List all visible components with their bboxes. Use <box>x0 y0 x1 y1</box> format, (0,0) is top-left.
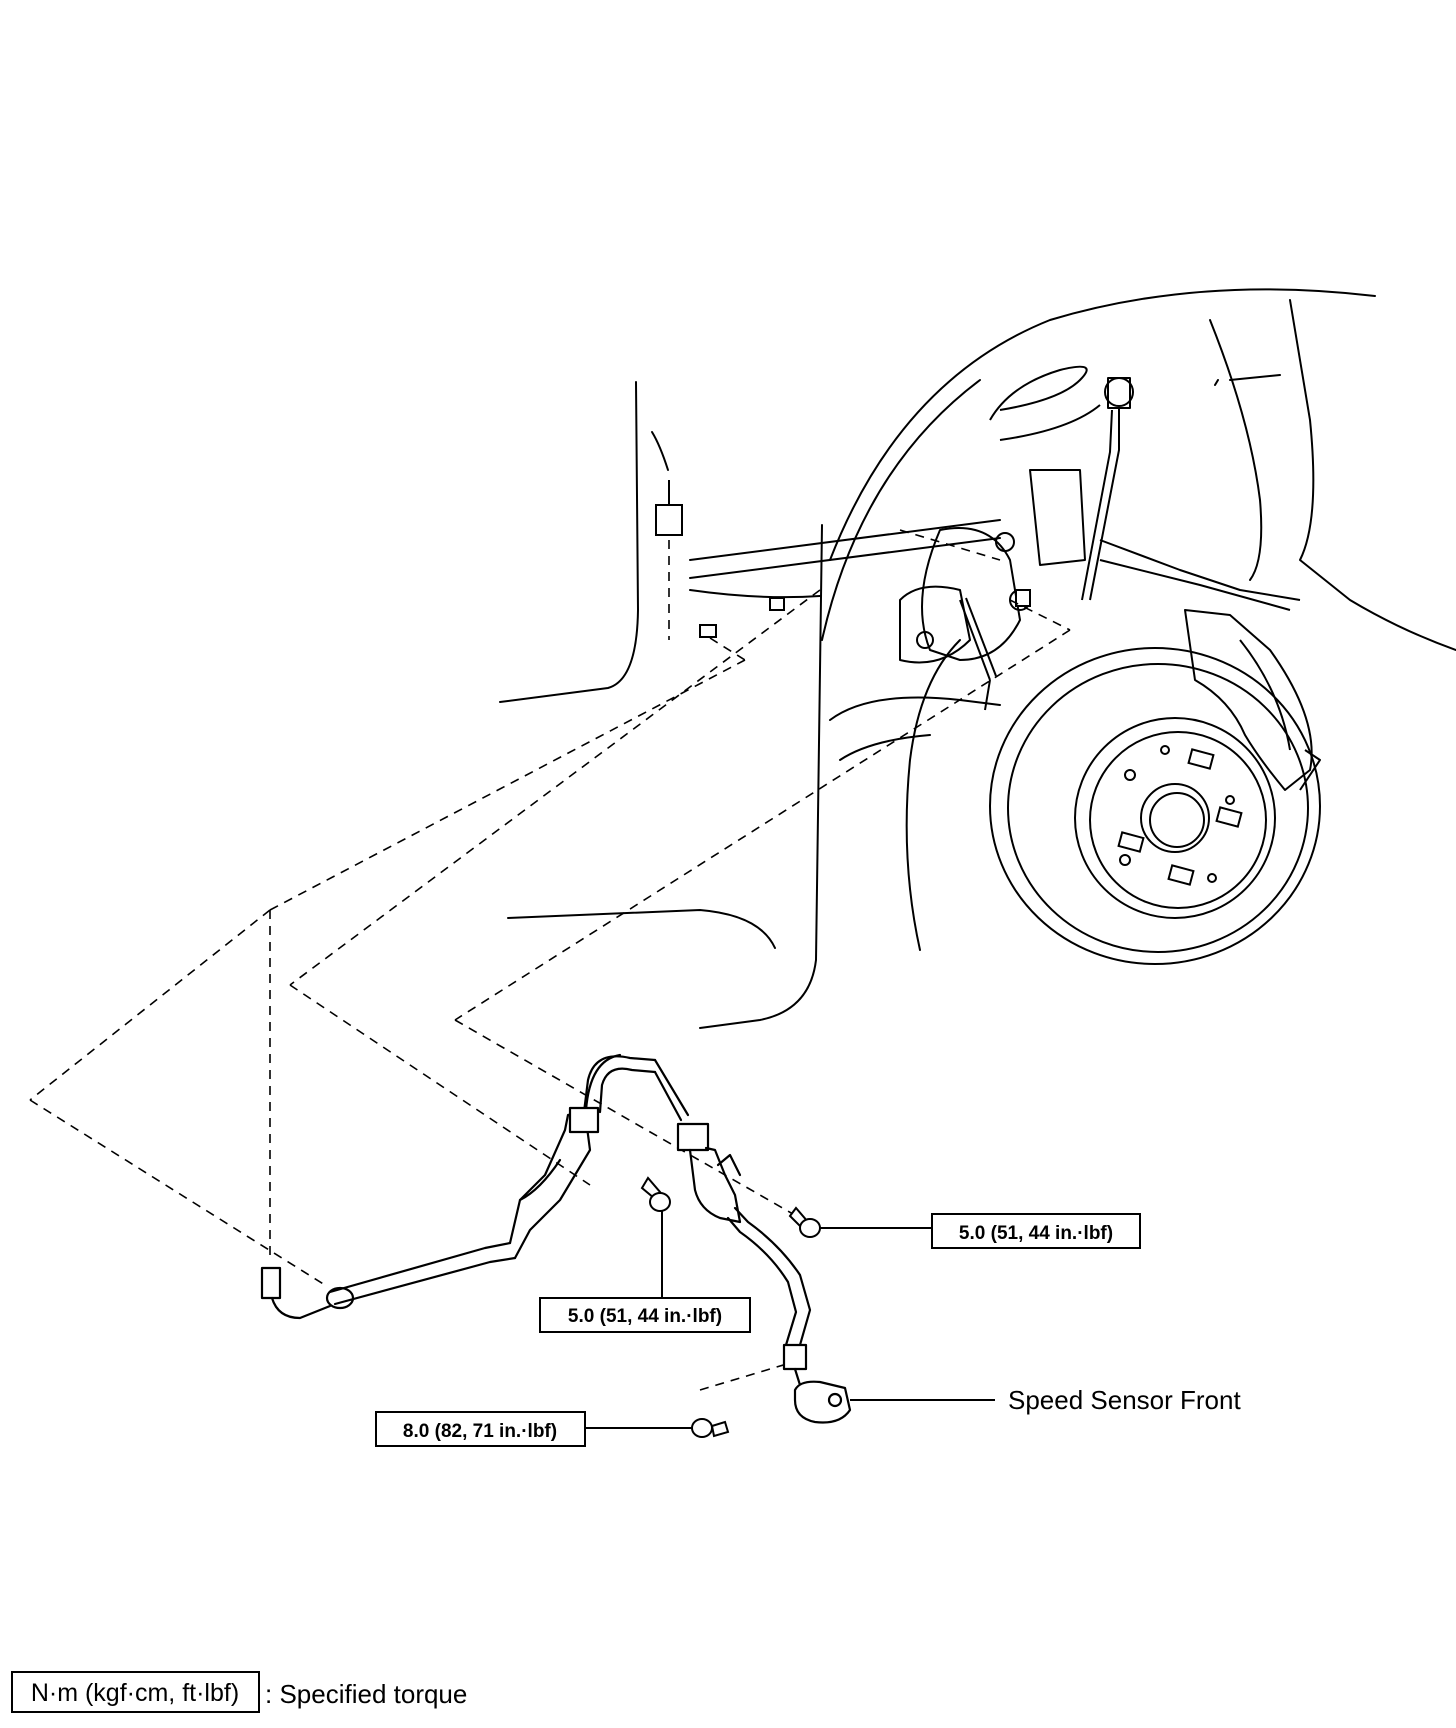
torque-label-right: 5.0 (51, 44 in.·lbf) <box>931 1213 1141 1249</box>
legend-description: : Specified torque <box>265 1679 467 1709</box>
svg-text:8.0 (82, 71 in.·lbf): 8.0 (82, 71 in.·lbf) <box>403 1421 557 1442</box>
leader-lines <box>585 1210 995 1429</box>
torque-label-sensor: 8.0 (82, 71 in.·lbf) <box>375 1411 586 1447</box>
bolt-icon-right <box>788 1206 821 1238</box>
sensor-harness <box>260 1053 852 1424</box>
vehicle-body-outline <box>499 288 1456 1029</box>
brake-disc-hub <box>989 647 1321 965</box>
wheel-studs <box>1117 748 1243 886</box>
svg-text:5.0 (51, 44 in.·lbf): 5.0 (51, 44 in.·lbf) <box>959 1223 1113 1244</box>
assembly-guide-lines <box>29 529 1071 1391</box>
brake-caliper <box>1184 609 1321 791</box>
sensor-clip-body <box>655 480 1031 638</box>
bolt-icon-center <box>640 1176 671 1212</box>
steering-knuckle <box>899 527 1031 711</box>
bolt-icon-sensor <box>691 1418 730 1438</box>
torque-label-center: 5.0 (51, 44 in.·lbf) <box>539 1297 751 1333</box>
torque-legend: N·m (kgf·cm, ft·lbf) : Specified torque <box>11 1671 467 1713</box>
sensor-name-label: Speed Sensor Front <box>1008 1385 1241 1415</box>
legend-unit-box: N·m (kgf·cm, ft·lbf) <box>31 1679 239 1707</box>
suspension-strut <box>989 365 1301 611</box>
svg-text:5.0 (51, 44 in.·lbf): 5.0 (51, 44 in.·lbf) <box>568 1306 722 1327</box>
